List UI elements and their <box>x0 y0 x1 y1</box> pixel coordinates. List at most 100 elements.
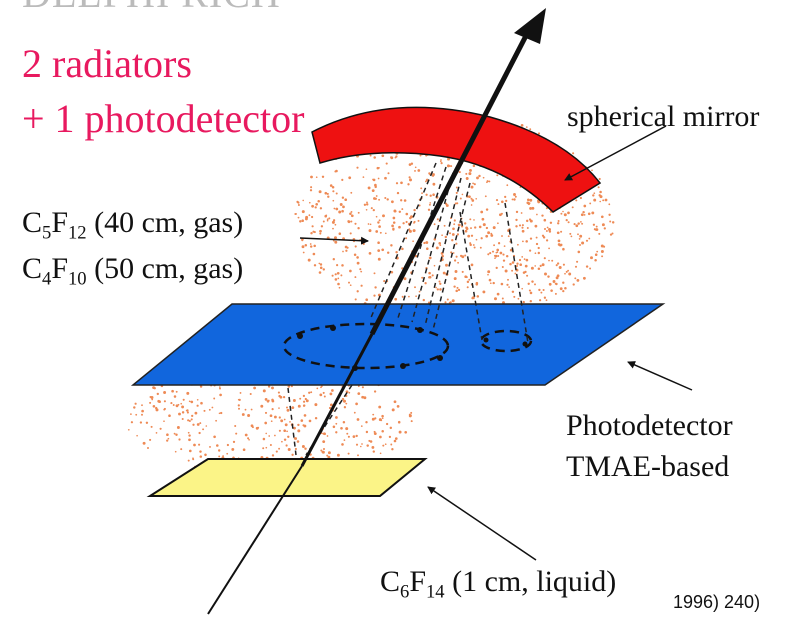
gas-dot <box>426 247 429 250</box>
gas-dot <box>458 171 461 174</box>
gas-dot <box>485 208 489 211</box>
gas-dot <box>384 232 387 235</box>
gas-dot <box>277 391 280 394</box>
gas-dot <box>469 242 472 245</box>
gas-dot <box>588 237 591 240</box>
gas-dot <box>343 406 347 409</box>
gas-dot <box>172 404 175 406</box>
gas-dot <box>219 393 222 397</box>
gas-dot <box>378 219 381 222</box>
gas-dot <box>220 411 223 415</box>
title-cut-text: DELPHI RICH <box>22 0 281 17</box>
gas-dot <box>304 447 307 450</box>
gas-dot <box>264 398 268 401</box>
gas-dot <box>567 269 570 272</box>
gas-dot <box>349 232 352 235</box>
gas-dot <box>321 450 324 454</box>
gas-dot <box>575 224 579 228</box>
gas-dot <box>543 227 547 231</box>
gas-dot <box>319 232 322 235</box>
gas-dot <box>363 203 367 206</box>
gas-dot <box>374 417 377 420</box>
gas-dot <box>278 394 281 398</box>
gas-dot <box>502 259 506 262</box>
gas-dot <box>386 251 390 254</box>
gas-dot <box>196 404 199 407</box>
gas-dot <box>337 282 340 286</box>
gas-dot <box>582 276 586 280</box>
gas-dot <box>314 403 318 407</box>
gas-dot <box>609 233 613 236</box>
gas-dot <box>373 294 376 297</box>
gas-dot <box>278 429 281 432</box>
gas-dot <box>334 236 337 240</box>
gas-dot <box>327 451 331 455</box>
gas-dot <box>577 233 579 236</box>
gas-dot <box>192 423 195 426</box>
gas-dot <box>504 269 508 273</box>
gas-dot <box>432 173 435 176</box>
gas-dot <box>267 399 270 402</box>
gas-dot <box>329 403 333 407</box>
gas-dot <box>136 434 138 437</box>
gas-dot <box>294 212 297 216</box>
gas-dot <box>141 404 143 407</box>
gas-dot <box>291 453 294 456</box>
gas-dot <box>332 258 335 261</box>
gas-dot <box>373 156 376 159</box>
gas-dot <box>334 278 338 281</box>
gas-dot <box>199 385 203 388</box>
gas-dot <box>181 417 184 421</box>
gas-dot <box>572 283 575 286</box>
gas-dot <box>464 229 468 233</box>
gas-dot <box>371 417 375 421</box>
gas-dot <box>356 418 360 421</box>
gas-dot <box>357 392 361 395</box>
gas-dot <box>395 155 398 158</box>
gas-dot <box>386 198 389 201</box>
gas-dot <box>485 234 489 238</box>
gas-dot <box>521 256 524 258</box>
gas-dot <box>378 198 381 201</box>
gas-dot <box>278 407 280 409</box>
gas-dot <box>332 190 335 193</box>
gas-dot <box>576 260 579 263</box>
mirror-label: spherical mirror <box>567 100 760 133</box>
gas-dot <box>398 210 402 214</box>
gas-dot <box>560 230 563 233</box>
gas-dot <box>370 207 373 210</box>
gas-dot <box>444 301 447 304</box>
gas-dot <box>188 438 191 442</box>
gas-dot <box>356 166 359 169</box>
gas-dot <box>508 286 510 288</box>
gas-dot <box>199 455 203 458</box>
gas-dot <box>421 276 424 279</box>
gas-dot <box>518 224 522 227</box>
gas-dot <box>470 185 474 189</box>
gas-dot <box>548 259 550 262</box>
gas-dot <box>529 128 532 131</box>
gas-dot <box>311 215 314 219</box>
gas-dot <box>163 391 167 394</box>
gas-dot <box>287 448 291 451</box>
gas-dot <box>580 213 584 217</box>
gas-dot <box>211 406 214 409</box>
gas-dot <box>400 181 403 185</box>
gas-dot <box>537 132 541 135</box>
gas-dot <box>476 176 479 180</box>
gas-dot <box>283 418 286 421</box>
gas-dot <box>453 223 456 226</box>
gas-dot <box>146 446 150 450</box>
gas-dot <box>594 258 597 262</box>
gas-dot <box>334 240 338 244</box>
gas-dot <box>467 234 471 238</box>
gas-dot <box>301 210 305 214</box>
gas-dot <box>562 247 565 251</box>
gas-dot <box>374 183 377 187</box>
gas-dot <box>305 399 309 403</box>
gas-dot <box>247 414 251 417</box>
gas-dot <box>476 295 480 298</box>
gas1-formula-c: C <box>22 206 43 239</box>
gas-dot <box>335 207 339 211</box>
